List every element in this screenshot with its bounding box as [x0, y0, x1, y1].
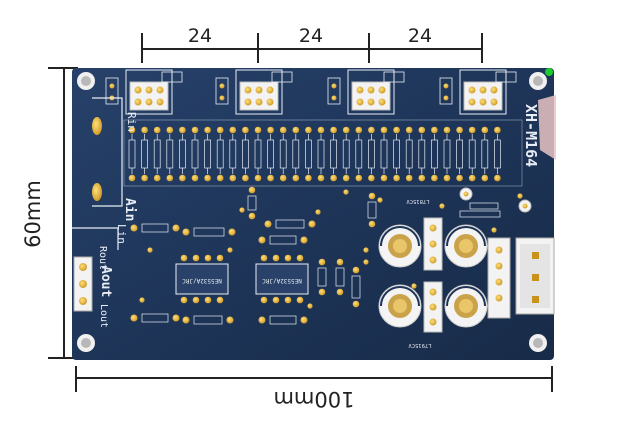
label-rin: Rin	[125, 112, 138, 132]
label-ain: Ain	[122, 198, 137, 221]
vias	[139, 189, 523, 309]
label-model: XH-M164	[522, 104, 540, 167]
ic-chip-1-label: NE5532A/JRC	[182, 277, 222, 284]
led-icon	[545, 68, 553, 76]
top-dim-label-2: 24	[299, 25, 323, 47]
mid-resistors	[130, 186, 501, 325]
height-dim-label: 60mm	[21, 180, 45, 248]
output-connector	[72, 227, 119, 312]
pot-header-4	[439, 69, 517, 115]
label-lout: Lout	[98, 304, 109, 328]
width-dim-label: 100mm	[274, 387, 355, 411]
label-aout: Aout	[98, 266, 113, 297]
regulator-upper: L7815CV	[406, 198, 443, 271]
ic-pins	[180, 254, 304, 304]
ic-chip-1: NE5532A/JRC	[175, 263, 229, 295]
top-dim-label-3: 24	[408, 25, 432, 47]
resistor-row	[123, 119, 523, 187]
input-silk-outline	[92, 97, 123, 207]
pot-header-3	[327, 69, 405, 115]
capacitors	[378, 187, 532, 328]
top-dim-label-1: 24	[188, 25, 212, 47]
pot-header-2	[215, 69, 293, 115]
regulator-lower: L7915CV	[408, 281, 443, 348]
ic-chip-2: NE5532A/JRC	[255, 263, 309, 295]
regulator-lower-label: L7915CV	[408, 342, 432, 348]
mounting-holes	[77, 72, 547, 352]
bottom-dimension	[75, 366, 553, 392]
ic-chip-2-label: NE5532A/JRC	[262, 277, 302, 284]
top-connectors	[105, 69, 517, 115]
pot-header-1	[105, 69, 183, 115]
power-terminal	[487, 237, 555, 319]
top-dimension	[141, 33, 483, 63]
label-lin: Lin	[115, 224, 128, 244]
edge-highlight	[538, 95, 556, 160]
label-rout: Rout	[97, 246, 108, 270]
left-oval-pads	[92, 117, 102, 201]
regulator-upper-label: L7815CV	[406, 198, 430, 204]
